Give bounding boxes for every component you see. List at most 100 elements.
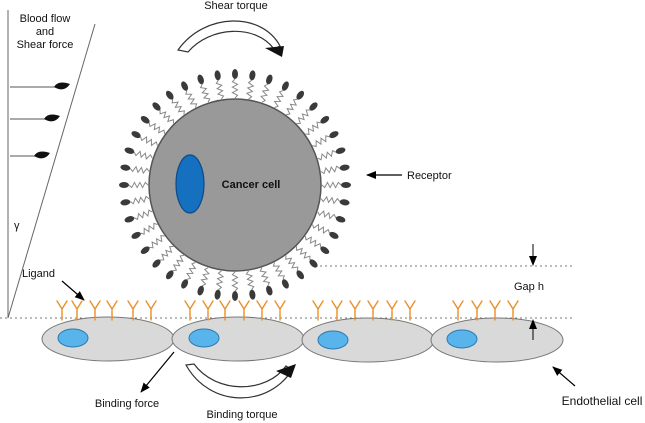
receptor-spring	[200, 267, 210, 287]
receptor-label: Receptor	[407, 170, 452, 182]
receptor-spring	[321, 181, 342, 189]
receptor-spring	[160, 246, 174, 261]
receptor-group	[119, 69, 351, 301]
receptor-spring	[130, 195, 150, 205]
ligand	[489, 300, 501, 321]
receptor-head	[120, 164, 131, 171]
receptor-spring	[285, 255, 299, 271]
ligand	[219, 300, 231, 321]
receptor-head	[296, 270, 305, 280]
endothelial-nucleus	[188, 328, 220, 348]
ligand	[89, 300, 101, 321]
receptor-spring	[171, 99, 185, 115]
receptor-spring	[185, 90, 198, 108]
receptor-head	[329, 231, 339, 239]
receptor-spring	[259, 267, 271, 287]
ligand	[274, 300, 286, 321]
shear-torque-arrowhead	[265, 46, 284, 57]
shear-torque-label: Shear torque	[204, 0, 268, 12]
receptor-spring	[245, 79, 255, 100]
receptor-spring	[186, 262, 197, 280]
receptor-spring	[296, 109, 310, 124]
flow-profile-line	[7, 23, 96, 319]
ligand	[367, 300, 379, 321]
receptor-head	[165, 90, 174, 100]
receptor-head	[249, 289, 256, 300]
receptor-spring	[296, 246, 311, 260]
receptor-spring	[215, 80, 225, 100]
receptor-spring	[245, 270, 255, 290]
gap-h-label: Gap h	[514, 281, 544, 293]
ligand	[312, 300, 324, 321]
receptor-head	[266, 74, 273, 85]
receptor-spring	[231, 78, 239, 99]
receptor-head	[341, 182, 351, 188]
receptor-head	[320, 246, 330, 255]
receptor-head	[339, 199, 350, 206]
receptor-head	[152, 102, 161, 111]
receptor-spring	[159, 110, 174, 124]
receptor-spring	[172, 254, 184, 272]
receptor-spring	[286, 98, 298, 116]
receptor-spring	[231, 271, 239, 292]
receptor-head	[296, 90, 305, 100]
ligand	[331, 300, 343, 321]
receptor-head	[249, 70, 256, 81]
receptor-head	[329, 131, 339, 139]
receptor-head	[140, 246, 150, 255]
binding-torque-arrow	[185, 363, 293, 399]
receptor-spring	[199, 83, 211, 103]
ligand	[256, 300, 268, 321]
endothelial-nucleus	[317, 330, 349, 350]
blood-flow-label-line1: Blood flow	[20, 13, 71, 25]
ligand	[127, 300, 139, 321]
receptor-spring	[305, 121, 321, 135]
receptor-spring	[273, 90, 284, 108]
flow-arrow-head	[34, 151, 50, 159]
shear-torque-arrow	[176, 20, 281, 53]
receptor-spring	[317, 149, 337, 161]
receptor-spring	[133, 150, 153, 160]
ligand	[349, 300, 361, 321]
binding-force-arrow	[140, 351, 175, 393]
receptor-spring	[215, 270, 225, 291]
receptor-spring	[312, 223, 330, 234]
receptor-head	[124, 147, 135, 154]
ligand	[202, 300, 214, 321]
receptor-head	[197, 285, 204, 296]
ligand	[145, 300, 157, 321]
ligand	[386, 300, 398, 321]
receptor-head	[320, 115, 330, 124]
receptor-spring	[272, 262, 285, 280]
receptor-head	[309, 259, 318, 268]
receptor-head	[309, 102, 318, 111]
receptor-head	[214, 70, 221, 81]
receptor-head	[181, 279, 189, 289]
receptor-head	[339, 164, 350, 171]
ligand	[471, 300, 483, 321]
receptor-head	[131, 131, 141, 139]
receptor-head	[152, 259, 161, 268]
receptor-spring	[304, 236, 322, 248]
blood-flow-label-line3: Shear force	[17, 39, 74, 51]
ligand-pointer-arrow	[61, 280, 85, 301]
receptor-spring	[129, 165, 150, 175]
blood-flow-label-line2: and	[36, 26, 54, 38]
receptor-spring	[148, 122, 166, 134]
ligand-group	[56, 300, 519, 321]
flow-arrow-head	[44, 114, 60, 122]
receptor-head	[232, 291, 238, 301]
receptor-spring	[149, 235, 165, 249]
endothelial-nucleus	[446, 329, 478, 349]
receptor-head	[165, 270, 174, 280]
receptor-head	[232, 69, 238, 79]
receptor-head	[214, 289, 221, 300]
receptor-head	[140, 115, 150, 124]
ligand	[106, 300, 118, 321]
receptor-head	[281, 279, 289, 289]
receptor-spring	[260, 83, 270, 103]
flow-arrows	[10, 82, 70, 159]
endothelial-nucleus	[57, 328, 89, 348]
receptor-spring	[320, 195, 341, 205]
